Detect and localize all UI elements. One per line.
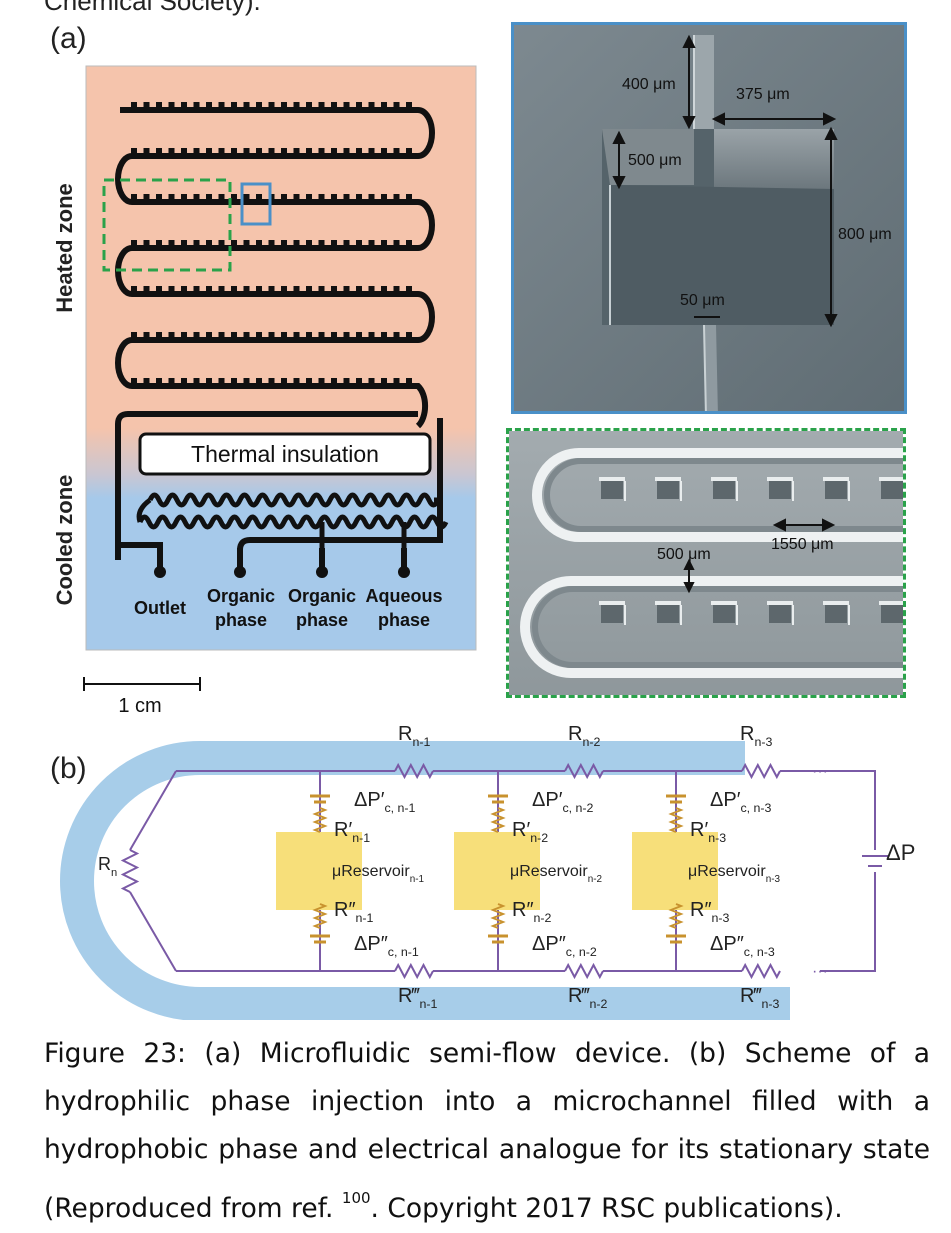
label-r-top-3: Rn-3 bbox=[740, 723, 772, 749]
label-dp-bottom-2: ΔP″c, n-2 bbox=[532, 933, 597, 959]
label-r-top-1: Rn-1 bbox=[398, 723, 430, 749]
scale-bar bbox=[83, 677, 201, 691]
label-rdprime-2: R″n-2 bbox=[512, 899, 552, 925]
reservoir-n-2 bbox=[454, 832, 540, 910]
label-r-bottom-2: R‴n-2 bbox=[568, 985, 608, 1011]
label-reservoir-2: μReservoirn-2 bbox=[510, 863, 602, 885]
device-layout-figure: (a) Heated zone Cooled zone Thermal insu… bbox=[50, 22, 477, 717]
figure-caption: Figure 23: (a) Microfluidic semi-flow de… bbox=[44, 1030, 930, 1224]
reservoir-n-1 bbox=[276, 832, 362, 910]
label-rprime-1: R′n-1 bbox=[334, 819, 370, 845]
caption-ref-number[interactable]: 100 bbox=[341, 1189, 371, 1207]
cooled-zone-label: Cooled zone bbox=[52, 475, 77, 606]
circuit-labels: Rn Rn-1 Rn-2 Rn-3ΔP′c, n-1 ΔP′c, n-2 ΔP′c, n-… bbox=[98, 723, 915, 1011]
label-dp-top-1: ΔP′c, n-1 bbox=[354, 789, 416, 815]
sem-image-top: 400 μm 375 μm 500 μm 800 μm 50 μm bbox=[511, 22, 907, 414]
circuit-scheme-figure: (b) Rn Rn-1 Rn-2 Rn-3ΔP′c, n-1 ΔP′c, n-2 ΔP′c… bbox=[50, 723, 915, 1020]
highlight-box-green bbox=[102, 178, 232, 272]
cooling-channel bbox=[136, 492, 449, 566]
thermal-insulation-label: Thermal insulation bbox=[191, 441, 379, 467]
device-zones bbox=[85, 65, 477, 651]
label-rprime-3: R′n-3 bbox=[690, 819, 726, 845]
thermal-insulation-box bbox=[138, 432, 432, 476]
label-dp-top-2: ΔP′c, n-2 bbox=[532, 789, 594, 815]
caption-ref-suffix: . Copyright 2017 RSC publications). bbox=[370, 1193, 843, 1224]
resistor-symbols bbox=[120, 762, 781, 980]
sem-dim-800: 800 μm bbox=[838, 226, 892, 243]
sem-dim-400: 400 μm bbox=[622, 76, 676, 93]
organic-phase-2-label: Organic bbox=[288, 586, 356, 606]
sem-dim-500: 500 μm bbox=[628, 152, 682, 169]
label-rn: Rn bbox=[98, 854, 117, 879]
organic-phase-1-label-2: phase bbox=[215, 610, 267, 630]
sem-dim-50: 50 μm bbox=[680, 292, 725, 309]
aqueous-phase-label-2: phase bbox=[378, 610, 430, 630]
microchannel bbox=[60, 741, 790, 1020]
scale-bar-label: 1 cm bbox=[118, 695, 161, 717]
label-reservoir-1: μReservoirn-1 bbox=[332, 863, 424, 885]
panel-a-label: (a) bbox=[50, 22, 87, 55]
outlet-label: Outlet bbox=[134, 598, 186, 618]
label-delta-p: ΔP bbox=[886, 840, 915, 865]
label-r-top-2: Rn-2 bbox=[568, 723, 600, 749]
caption-ref-prefix: (Reproduced from ref. bbox=[44, 1193, 342, 1224]
caption-line-4: (Reproduced from ref. 100. Copyright 201… bbox=[44, 1174, 930, 1224]
ellipsis-bottom: ··· bbox=[812, 963, 828, 980]
ellipsis-top: ··· bbox=[812, 763, 828, 780]
caption-line-2: hydrophilic phase injection into a micro… bbox=[44, 1086, 930, 1117]
previous-caption-fragment: Chemical Society). bbox=[44, 0, 261, 16]
label-rprime-2: R′n-2 bbox=[512, 819, 548, 845]
heated-zone-label: Heated zone bbox=[52, 183, 77, 313]
sem-dim-375: 375 μm bbox=[736, 86, 790, 103]
panel-b-label: (b) bbox=[50, 752, 87, 785]
label-dp-bottom-1: ΔP″c, n-1 bbox=[354, 933, 419, 959]
organic-phase-2-label-2: phase bbox=[296, 610, 348, 630]
organic-phase-1-label: Organic bbox=[207, 586, 275, 606]
serpentine-channel bbox=[115, 102, 443, 578]
aqueous-phase-label: Aqueous bbox=[365, 586, 442, 606]
label-rdprime-1: R″n-1 bbox=[334, 899, 374, 925]
label-rdprime-3: R″n-3 bbox=[690, 899, 730, 925]
sem-dim-1550: 1550 μm bbox=[771, 536, 834, 553]
sem-dim-500-b: 500 μm bbox=[657, 546, 711, 563]
reservoir-n-3 bbox=[632, 832, 718, 910]
caption-line-1: Figure 23: (a) Microfluidic semi-flow de… bbox=[44, 1038, 930, 1069]
label-r-bottom-1: R‴n-1 bbox=[398, 985, 438, 1011]
label-r-bottom-3: R‴n-3 bbox=[740, 985, 780, 1011]
label-dp-top-3: ΔP′c, n-3 bbox=[710, 789, 772, 815]
label-reservoir-3: μReservoirn-3 bbox=[688, 863, 780, 885]
caption-line-3: hydrophobic phase and electrical analogu… bbox=[44, 1134, 930, 1165]
label-dp-bottom-3: ΔP″c, n-3 bbox=[710, 933, 775, 959]
sem-image-bottom: 1550 μm 500 μm bbox=[506, 428, 906, 698]
highlight-box-blue bbox=[240, 182, 272, 226]
